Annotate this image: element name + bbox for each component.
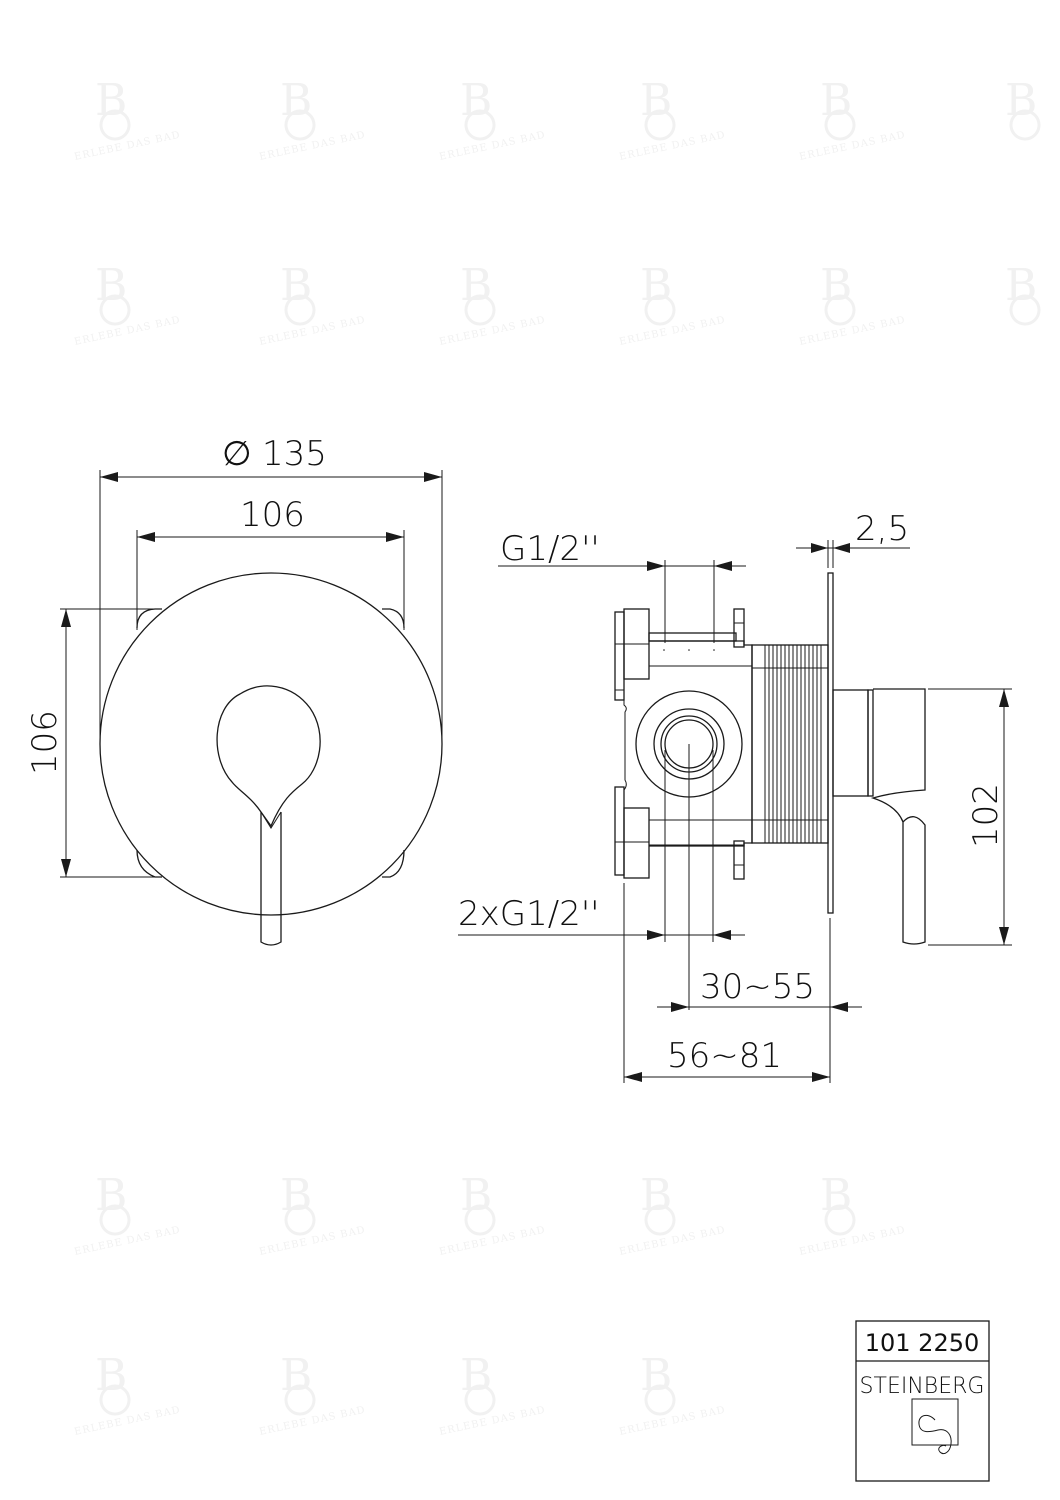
dim-depth-min: 30~55 bbox=[700, 967, 815, 1007]
svg-text:ERLEBE DAS BAD: ERLEBE DAS BAD bbox=[258, 1405, 366, 1438]
dim-diameter-value: 135 bbox=[262, 434, 327, 474]
dim-mount-width: 106 bbox=[240, 495, 305, 535]
svg-text:B: B bbox=[280, 75, 312, 126]
watermark-tile: B ERLEBE DAS BAD bbox=[798, 1170, 906, 1258]
dim-depth-total: 56~81 bbox=[667, 1036, 782, 1076]
svg-text:B: B bbox=[640, 75, 672, 126]
svg-text:B: B bbox=[640, 1170, 672, 1221]
svg-text:B: B bbox=[460, 75, 492, 126]
svg-text:B: B bbox=[95, 1170, 127, 1221]
handle-rosette bbox=[832, 689, 869, 797]
lever-handle-tip bbox=[260, 811, 282, 829]
svg-text:ERLEBE DAS BAD: ERLEBE DAS BAD bbox=[798, 1225, 906, 1258]
watermark-tile: B ERLEBE DAS BAD bbox=[618, 75, 726, 163]
svg-text:ERLEBE DAS BAD: ERLEBE DAS BAD bbox=[258, 315, 366, 348]
watermark-tile: B ERLEBE DAS BAD bbox=[258, 75, 366, 163]
watermark-tile: B ERLEBE DAS BAD bbox=[258, 1350, 366, 1438]
mount-lug-bottom-right bbox=[382, 849, 405, 878]
svg-text:ERLEBE DAS BAD: ERLEBE DAS BAD bbox=[618, 315, 726, 348]
svg-text:ERLEBE DAS BAD: ERLEBE DAS BAD bbox=[798, 130, 906, 163]
watermark-tile: B ERLEBE DAS BAD bbox=[798, 260, 906, 348]
svg-text:B: B bbox=[820, 260, 852, 311]
svg-text:ERLEBE DAS BAD: ERLEBE DAS BAD bbox=[73, 130, 181, 163]
svg-text:B: B bbox=[640, 260, 672, 311]
valve-body-left-edge bbox=[623, 700, 627, 792]
watermark-tile: B ERLEBE DAS BAD bbox=[438, 75, 546, 163]
handle-body-side bbox=[870, 688, 926, 945]
cover-plate-circle bbox=[99, 572, 443, 916]
svg-text:B: B bbox=[280, 1350, 312, 1401]
front-view: ∅ 135 106 106 bbox=[25, 434, 443, 946]
nut-flange-bottom-outer bbox=[614, 786, 625, 876]
svg-text:B: B bbox=[640, 1350, 672, 1401]
watermark-tile: B ERLEBE DAS BAD bbox=[73, 1350, 181, 1438]
cover-plate-side bbox=[827, 572, 834, 914]
title-block: 101 2250 STEINBERG bbox=[855, 1320, 990, 1482]
svg-text:B: B bbox=[820, 75, 852, 126]
svg-text:ERLEBE DAS BAD: ERLEBE DAS BAD bbox=[618, 1225, 726, 1258]
handle-collar bbox=[867, 689, 874, 797]
side-view: G1/2'' 2,5 2xG1/2'' 102 30~55 56~81 bbox=[458, 509, 1012, 1083]
watermark-tile: B ERLEBE DAS BAD bbox=[618, 260, 726, 348]
watermark-tile: B ERLEBE DAS BAD bbox=[618, 1170, 726, 1258]
lever-handle-stem bbox=[260, 812, 282, 946]
lever-handle-head bbox=[216, 685, 321, 828]
thread-ridges bbox=[768, 645, 822, 843]
watermark-layer: B ERLEBE DAS BAD B ERLEBE DAS BAD B ERLE… bbox=[73, 75, 1041, 1438]
watermark-tile: B ERLEBE DAS BAD bbox=[618, 1350, 726, 1438]
bottom-pipe-clip bbox=[733, 840, 745, 880]
svg-text:B: B bbox=[460, 260, 492, 311]
svg-text:B: B bbox=[280, 1170, 312, 1221]
svg-text:ERLEBE DAS BAD: ERLEBE DAS BAD bbox=[73, 1225, 181, 1258]
watermark-tile: B ERLEBE DAS BAD bbox=[438, 1350, 546, 1438]
svg-text:ERLEBE DAS BAD: ERLEBE DAS BAD bbox=[258, 1225, 366, 1258]
svg-text:ERLEBE DAS BAD: ERLEBE DAS BAD bbox=[798, 315, 906, 348]
nut-flange-top-outer bbox=[614, 611, 625, 701]
watermark-tile: B ERLEBE DAS BAD bbox=[258, 260, 366, 348]
mount-lug-top-right bbox=[382, 608, 405, 629]
svg-text:B: B bbox=[280, 260, 312, 311]
top-pipe bbox=[648, 632, 737, 642]
watermark-tile: B ERLEBE DAS BAD bbox=[73, 1170, 181, 1258]
top-pipe-clip bbox=[733, 608, 745, 648]
svg-text:ERLEBE DAS BAD: ERLEBE DAS BAD bbox=[438, 1225, 546, 1258]
svg-text:ERLEBE DAS BAD: ERLEBE DAS BAD bbox=[438, 130, 546, 163]
watermark-tile: B ERLEBE DAS BAD bbox=[73, 260, 181, 348]
svg-text:B: B bbox=[820, 1170, 852, 1221]
svg-text:B: B bbox=[460, 1350, 492, 1401]
watermark-tile: B ERLEBE DAS BAD bbox=[258, 1170, 366, 1258]
watermark-tile: B bbox=[1005, 75, 1041, 141]
dim-mount-height: 106 bbox=[25, 710, 65, 775]
dim-diameter-symbol: ∅ bbox=[222, 434, 252, 474]
watermark-tile: B ERLEBE DAS BAD bbox=[73, 75, 181, 163]
svg-text:B: B bbox=[460, 1170, 492, 1221]
svg-text:ERLEBE DAS BAD: ERLEBE DAS BAD bbox=[618, 1405, 726, 1438]
mount-lug-top-left bbox=[136, 608, 162, 629]
watermark-tile: B ERLEBE DAS BAD bbox=[438, 1170, 546, 1258]
svg-text:B: B bbox=[95, 1350, 127, 1401]
svg-text:B: B bbox=[1005, 260, 1037, 311]
brand-name: STEINBERG bbox=[860, 1374, 985, 1399]
dim-top-connection: G1/2'' bbox=[500, 529, 600, 569]
watermark-tile: B ERLEBE DAS BAD bbox=[798, 75, 906, 163]
steinberg-logo-icon bbox=[911, 1398, 959, 1455]
nut-bottom bbox=[623, 807, 650, 879]
svg-text:ERLEBE DAS BAD: ERLEBE DAS BAD bbox=[618, 130, 726, 163]
svg-text:ERLEBE DAS BAD: ERLEBE DAS BAD bbox=[438, 1405, 546, 1438]
svg-text:ERLEBE DAS BAD: ERLEBE DAS BAD bbox=[73, 1405, 181, 1438]
svg-text:ERLEBE DAS BAD: ERLEBE DAS BAD bbox=[73, 315, 181, 348]
dim-bottom-connection: 2xG1/2'' bbox=[458, 894, 600, 934]
article-number: 101 2250 bbox=[865, 1329, 980, 1357]
svg-text:ERLEBE DAS BAD: ERLEBE DAS BAD bbox=[258, 130, 366, 163]
svg-text:ERLEBE DAS BAD: ERLEBE DAS BAD bbox=[438, 315, 546, 348]
svg-text:B: B bbox=[95, 75, 127, 126]
watermark-tile: B ERLEBE DAS BAD bbox=[438, 260, 546, 348]
svg-text:B: B bbox=[95, 260, 127, 311]
dim-plate-thickness: 2,5 bbox=[855, 509, 909, 549]
dim-handle-height: 102 bbox=[966, 783, 1006, 848]
title-block-frame bbox=[855, 1320, 990, 1482]
watermark-tile: B bbox=[1005, 260, 1041, 326]
svg-text:B: B bbox=[1005, 75, 1037, 126]
